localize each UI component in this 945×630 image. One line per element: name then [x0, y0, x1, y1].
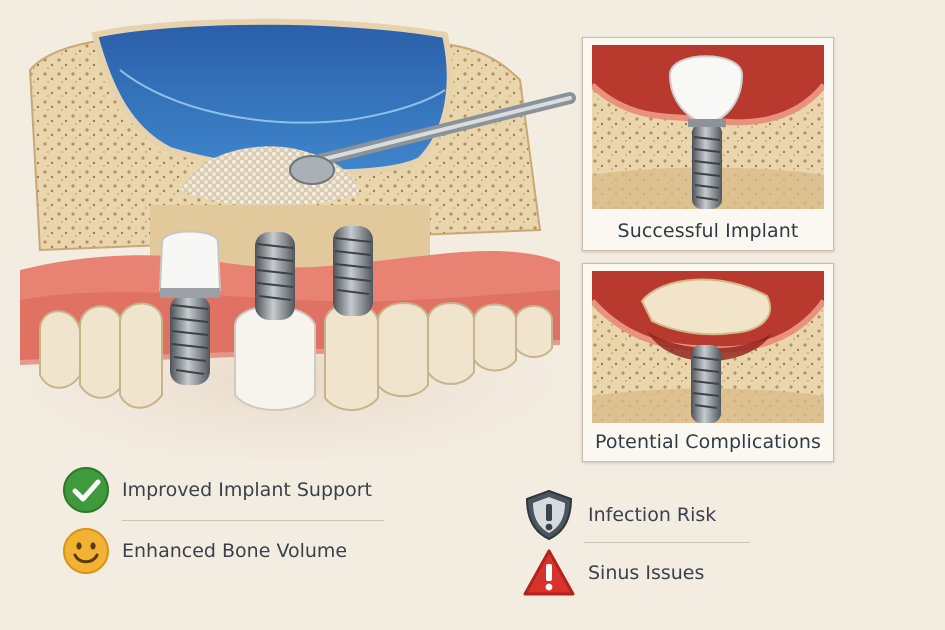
warning-triangle-icon	[523, 549, 575, 596]
successful-implant-panel: Successful Implant	[582, 37, 834, 251]
shield-exclamation-icon	[525, 489, 573, 541]
successful-implant-caption: Successful Implant	[617, 220, 799, 242]
divider	[584, 542, 750, 543]
sinus-lift-illustration	[0, 18, 580, 460]
successful-implant-illustration	[592, 45, 824, 209]
check-circle-icon	[63, 467, 109, 513]
risk-infection: Infection Risk	[522, 488, 716, 542]
risk-label: Sinus Issues	[588, 562, 705, 584]
potential-complications-caption: Potential Complications	[595, 431, 821, 453]
surgical-instrument-icon	[289, 92, 576, 185]
complications-illustration	[592, 271, 824, 423]
benefit-improved-implant-support: Improved Implant Support	[62, 466, 372, 514]
potential-complications-panel: Potential Complications	[582, 263, 834, 462]
divider	[122, 520, 384, 521]
benefit-label: Enhanced Bone Volume	[122, 540, 348, 562]
risk-sinus-issues: Sinus Issues	[522, 548, 704, 598]
benefit-enhanced-bone-volume: Enhanced Bone Volume	[62, 527, 347, 575]
risk-label: Infection Risk	[588, 504, 717, 526]
smiley-icon	[63, 528, 109, 574]
benefit-label: Improved Implant Support	[122, 479, 372, 501]
